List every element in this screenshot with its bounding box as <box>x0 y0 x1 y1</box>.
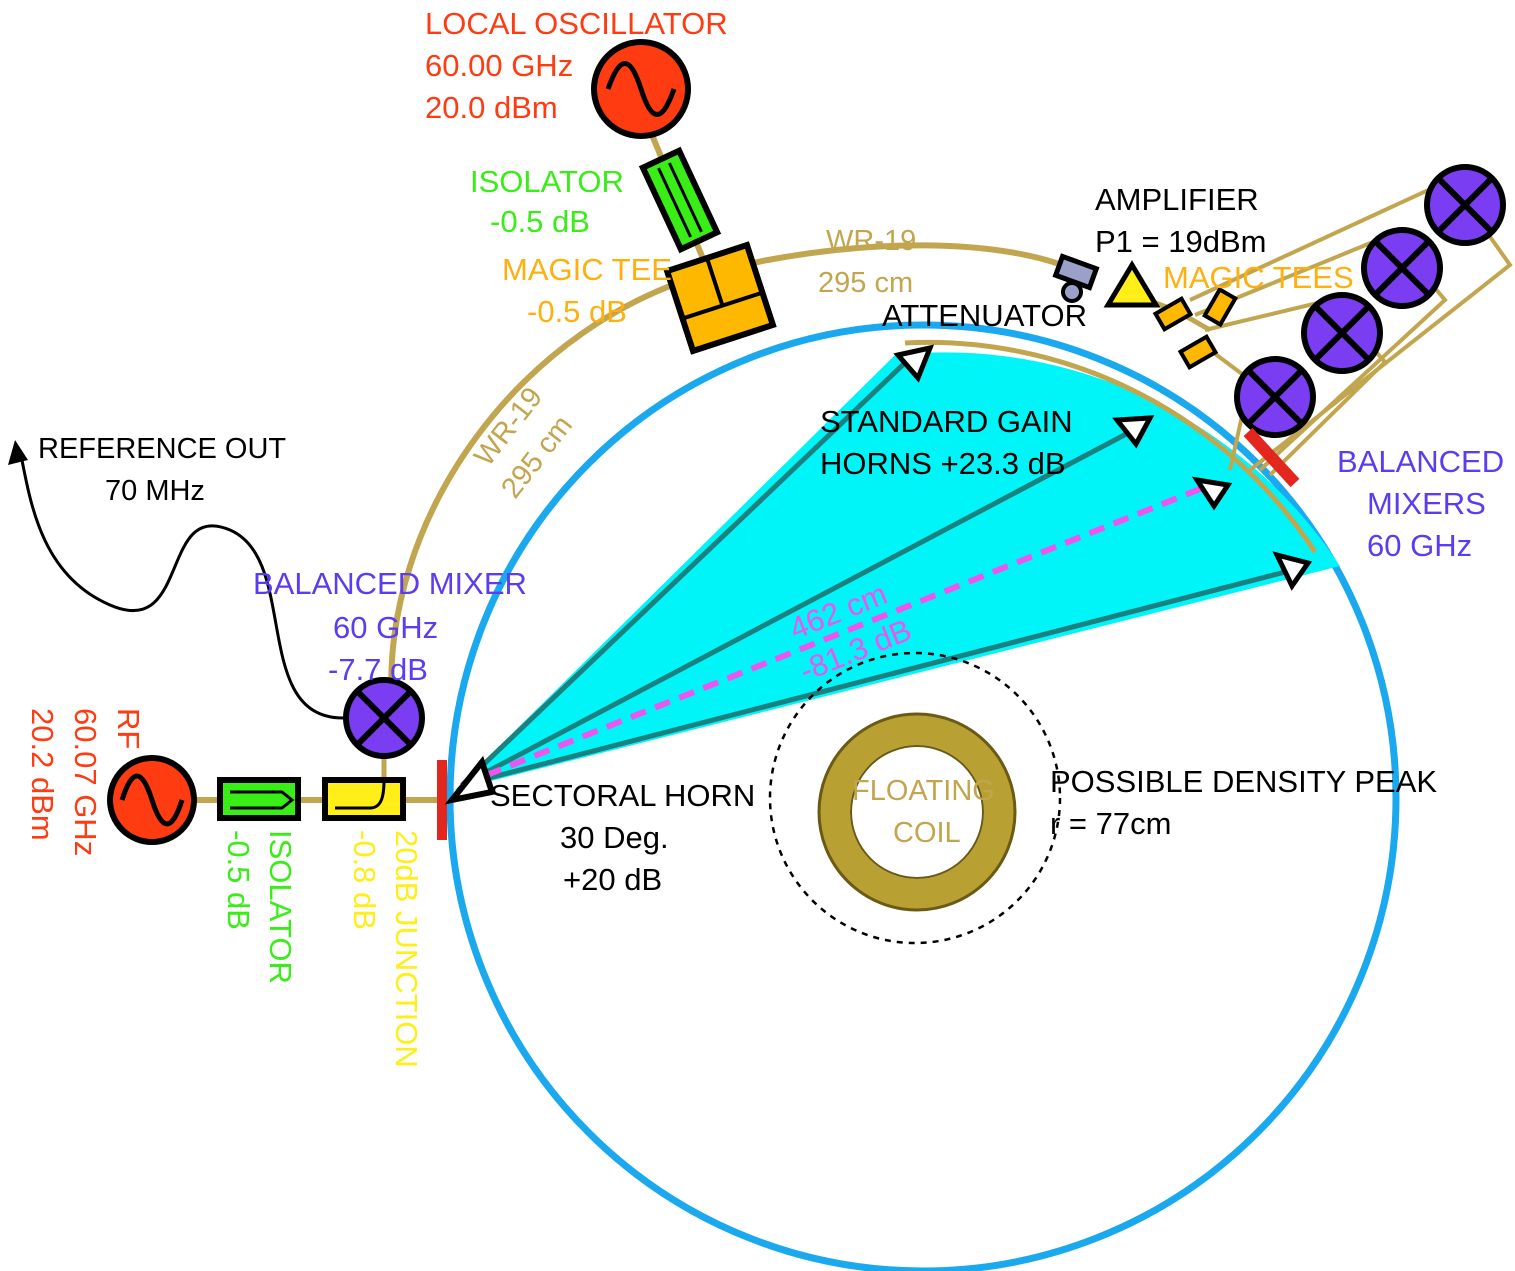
density-peak-label-2: r = 77cm <box>1050 806 1171 841</box>
density-peak-label-1: POSSIBLE DENSITY PEAK <box>1050 764 1437 799</box>
magic-tees <box>1156 290 1236 368</box>
std-horns-label-1: STANDARD GAIN <box>820 404 1073 439</box>
lo-label-line-1: LOCAL OSCILLATOR <box>425 6 728 41</box>
mixer-2 <box>1364 230 1440 306</box>
wg-top-label-2: 295 cm <box>818 267 913 299</box>
mixer-3 <box>1304 295 1380 371</box>
lo-label-line-3: 20.0 dBm <box>425 90 558 125</box>
lo-isolator-label-2: -0.5 dB <box>490 204 590 239</box>
rf-isolator-label-2: -0.5 dB <box>221 830 256 930</box>
rf-isolator <box>220 780 298 818</box>
rf-label-3: 20.2 dBm <box>25 708 60 841</box>
lo-isolator <box>643 151 717 249</box>
floating-coil-label-2: COIL <box>893 817 961 849</box>
wg-top-label-1: WR-19 <box>826 225 916 257</box>
lo-magic-tee-label-2: -0.5 dB <box>527 294 627 329</box>
lo-magic-tee-label-1: MAGIC TEE <box>502 252 672 287</box>
rf-isolator-body <box>220 780 298 818</box>
mixer-4 <box>1237 359 1313 435</box>
balanced-mixers-label-2: MIXERS <box>1367 486 1486 521</box>
magic-tees-label: MAGIC TEES <box>1163 260 1354 295</box>
rf-isolator-label-1: ISOLATOR <box>263 830 298 984</box>
balanced-mixer-label-2: 60 GHz <box>333 610 438 645</box>
junction-body <box>325 780 403 818</box>
sectoral-horn-label-2: 30 Deg. <box>560 820 669 855</box>
amplifier-label-2: P1 = 19dBm <box>1095 224 1266 259</box>
amplifier-label-1: AMPLIFIER <box>1095 182 1259 217</box>
balanced-mixers-label-3: 60 GHz <box>1367 528 1472 563</box>
junction <box>325 780 403 818</box>
balanced-mixer-label-3: -7.7 dB <box>328 652 428 687</box>
rf-label-2: 60.07 GHz <box>68 708 103 856</box>
std-horns-label-2: HORNS +23.3 dB <box>820 446 1066 481</box>
junction-label-1: 20dB JUNCTION <box>389 830 424 1068</box>
reference-out-label-2: 70 MHz <box>105 475 205 507</box>
reference-out-arrowhead <box>8 440 28 465</box>
lo-isolator-body <box>643 151 717 249</box>
attenuator-label: ATTENUATOR <box>882 298 1087 333</box>
local-oscillator <box>594 42 688 136</box>
rf-label-1: RF <box>111 708 146 749</box>
rf-source <box>110 758 194 842</box>
balanced-mixer-label-1: BALANCED MIXER <box>253 566 527 601</box>
balanced-mixers-label-1: BALANCED <box>1337 444 1504 479</box>
balanced-mixer-left <box>346 680 422 756</box>
mixer-1 <box>1427 167 1503 243</box>
lo-label-line-2: 60.00 GHz <box>425 48 573 83</box>
floating-coil-label-1: FLOATING <box>852 775 995 807</box>
sectoral-horn-label-3: +20 dB <box>563 862 662 897</box>
sectoral-horn-label-1: SECTORAL HORN <box>490 778 755 813</box>
junction-label-2: -0.8 dB <box>347 830 382 930</box>
reference-out-label-1: REFERENCE OUT <box>38 433 286 465</box>
magic-tee-small-3 <box>1181 337 1216 368</box>
lo-isolator-label-1: ISOLATOR <box>470 164 624 199</box>
amplifier-triangle-icon <box>1108 265 1156 305</box>
